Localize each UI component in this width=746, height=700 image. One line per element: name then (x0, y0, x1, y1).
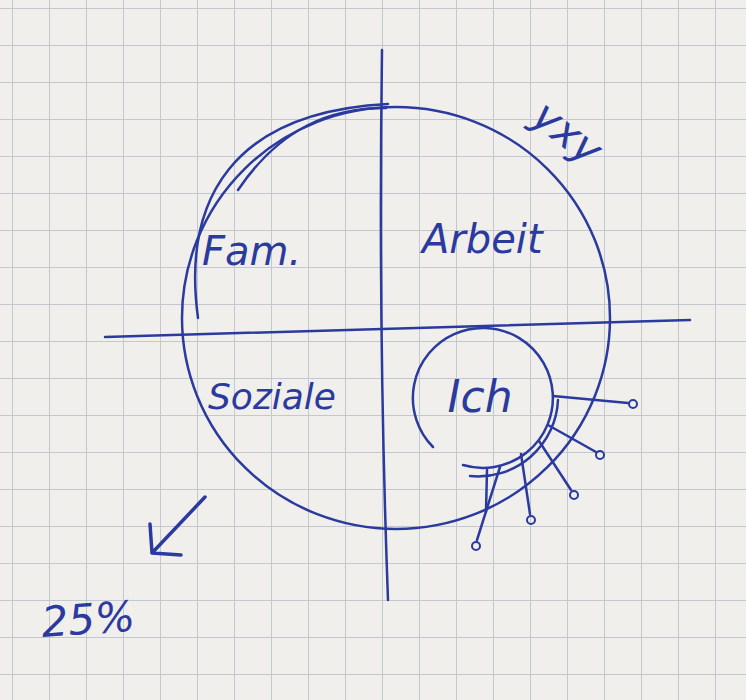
node-outline (180, 105, 612, 531)
label-slot: 25% (40, 593, 136, 646)
text-slot: Ich (447, 373, 512, 421)
text-slot: Arbeit (422, 217, 543, 261)
life-circle: Fam. ArbeitSoziale Ich (180, 105, 612, 531)
quadrant-label: Arbeit (422, 217, 543, 261)
text-slot: Fam. (202, 229, 301, 273)
overdrawn-arc (238, 108, 386, 190)
self-label: Ich (447, 373, 512, 421)
label-slot: yxy (524, 92, 611, 174)
percentage-label: 25% (40, 593, 136, 646)
vertical-divider (381, 50, 388, 600)
arrow (150, 497, 205, 555)
note-label: yxy (524, 92, 611, 174)
text-slot: Soziale (208, 377, 336, 417)
overdrawn-arc (195, 104, 388, 318)
circle-outline (182, 107, 610, 529)
quadrant-label: Soziale (208, 377, 336, 417)
ray-ends (472, 400, 637, 550)
circle-outline (413, 328, 553, 468)
horizontal-divider (105, 320, 690, 337)
self-circle: Ich (405, 325, 555, 470)
quadrant-label: Fam. (202, 229, 301, 273)
